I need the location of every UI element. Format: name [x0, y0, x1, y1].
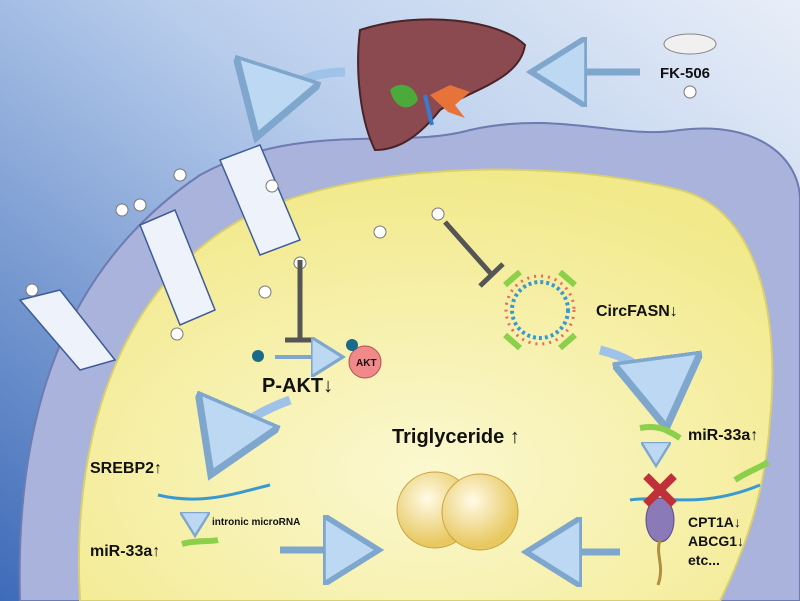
inhibition-fk506-circfasn	[443, 220, 505, 288]
molecules	[25, 168, 445, 341]
pakt-label: P-AKT↓	[262, 375, 333, 397]
target-etc: etc...	[688, 552, 720, 568]
mirna-right-icon	[639, 424, 682, 441]
circfasn-to-mir-arrow	[598, 345, 664, 410]
membrane-channels	[18, 144, 301, 371]
mir33a-right-label: miR-33a↑	[688, 427, 758, 444]
phosphate-icon	[346, 339, 358, 351]
drug-label: FK-506	[660, 65, 710, 82]
phosphate-icon	[252, 350, 264, 362]
target-cpt1a: CPT1A↓	[688, 514, 741, 530]
drug-molecule	[683, 85, 697, 99]
circfasn-label: CircFASN↓	[596, 303, 678, 320]
block-x-icon	[643, 473, 677, 507]
circfasn-icon	[503, 269, 577, 351]
pakt-to-srebp2-arrow	[218, 400, 292, 458]
akt-label: AKT	[356, 358, 377, 369]
intronic-label: intronic microRNA	[212, 517, 300, 528]
lipid-droplet-icon	[441, 473, 519, 551]
triglyceride-label: Triglyceride ↑	[392, 426, 520, 448]
inhibition-fk506-akt	[285, 260, 315, 343]
mir33a-left-label: miR-33a↑	[90, 543, 160, 560]
target-abcg1: ABCG1↓	[688, 533, 744, 549]
akt-protein-icon	[348, 345, 382, 379]
target-genes: CPT1A↓ ABCG1↓ etc...	[688, 514, 748, 568]
liver-to-cell-arrow	[262, 72, 346, 120]
srebp2-label: SREBP2↑	[90, 460, 162, 477]
mirna-bound-icon	[733, 459, 770, 483]
cytoplasm	[77, 168, 774, 601]
mrna-icon	[629, 483, 761, 502]
peptide-chain-icon	[656, 539, 663, 586]
srebp2-mrna-icon	[157, 483, 271, 501]
liver-icon	[357, 18, 527, 152]
drug-pill-icon	[663, 33, 717, 55]
mirna-left-icon	[181, 537, 219, 547]
